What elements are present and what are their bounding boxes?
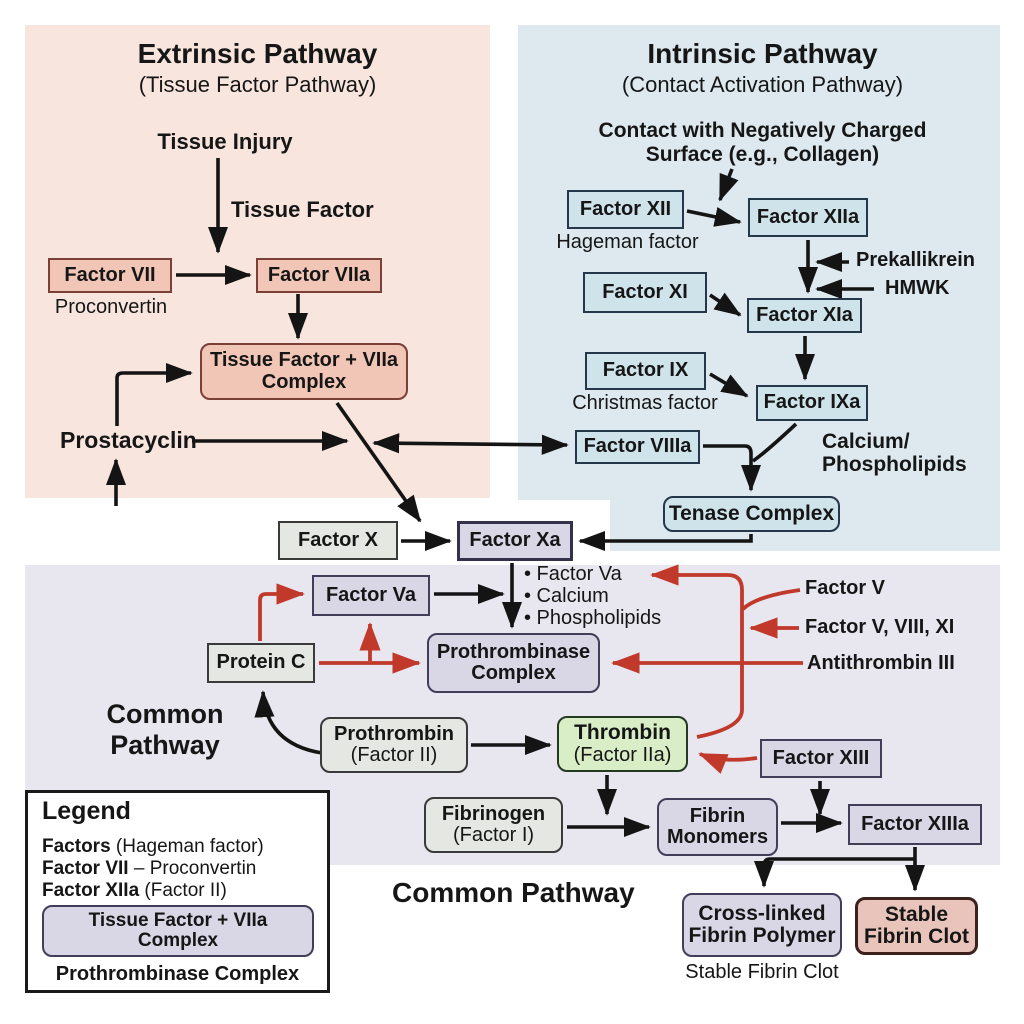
node-fibrinogen: Fibrinogen (Factor I) <box>424 797 563 853</box>
legend-row-1: Factors (Hageman factor) <box>42 836 264 858</box>
node-tissue-factor-viia-complex: Tissue Factor + VIIa Complex <box>200 343 408 400</box>
common-pathway-bottom-label: Common Pathway <box>392 877 635 908</box>
node-factor-va: Factor Va <box>312 575 430 616</box>
stable-fibrin-clot-caption: Stable Fibrin Clot <box>685 961 839 983</box>
legend-row-2-term: Factor VII <box>42 858 129 879</box>
legend-row-2-desc: – Proconvertin <box>128 858 257 879</box>
tissue-injury-label: Tissue Injury <box>157 129 293 154</box>
extrinsic-title: Extrinsic Pathway <box>137 38 378 69</box>
common-pathway-label-line2: Pathway <box>110 730 220 760</box>
node-factor-xa: Factor Xa <box>457 521 573 561</box>
tissue-factor-label: Tissue Factor <box>231 197 374 222</box>
xa-cofactor-bullet-1: • Factor Va <box>524 563 622 585</box>
calcium-phospholipids-line1: Calcium/ <box>822 430 910 453</box>
legend-row-3: Factor XIIa (Factor II) <box>42 880 227 902</box>
legend-row-2: Factor VII – Proconvertin <box>42 858 256 880</box>
legend-row-3-desc: (Factor II) <box>139 880 227 901</box>
legend-box: Legend Factors (Hageman factor) Factor V… <box>25 790 330 993</box>
node-factor-ix: Factor IX <box>585 352 706 390</box>
christmas-factor-label: Christmas factor <box>572 392 718 414</box>
extrinsic-subtitle: (Tissue Factor Pathway) <box>138 72 377 97</box>
legend-row-1-term: Factors <box>42 836 111 857</box>
contact-surface-line2: Surface (e.g., Collagen) <box>645 143 880 166</box>
node-factor-xi: Factor XI <box>583 272 707 313</box>
antithrombin-iii-label: Antithrombin III <box>807 652 955 674</box>
node-tenase-complex: Tenase Complex <box>663 496 840 532</box>
xa-cofactor-bullet-3: • Phospholipids <box>524 607 662 629</box>
proconvertin-label: Proconvertin <box>54 296 168 318</box>
node-factor-x: Factor X <box>278 521 398 560</box>
calcium-phospholipids-line2: Phospholipids <box>822 453 967 476</box>
factor-v-viii-xi-label: Factor V, VIII, XI <box>805 616 955 638</box>
node-fibrin-monomers: Fibrin Monomers <box>657 798 778 856</box>
legend-row-1-desc: (Hageman factor) <box>110 836 264 857</box>
hageman-factor-label: Hageman factor <box>556 231 699 253</box>
node-factor-vii: Factor VII <box>48 258 172 293</box>
node-factor-ixa: Factor IXa <box>756 385 868 421</box>
prostacyclin-label: Prostacyclin <box>60 427 197 453</box>
node-protein-c: Protein C <box>207 643 315 683</box>
node-prothrombin: Prothrombin (Factor II) <box>320 717 468 773</box>
legend-footer: Prothrombinase Complex <box>55 963 300 985</box>
xa-cofactor-bullet-2: • Calcium <box>524 585 609 607</box>
node-factor-xia: Factor XIa <box>747 298 862 333</box>
prekallikrein-label: Prekallikrein <box>856 249 975 271</box>
node-factor-viiia: Factor VIIIa <box>575 430 700 464</box>
common-pathway-label-line1: Common <box>106 699 224 729</box>
hmwk-label: HMWK <box>885 277 950 299</box>
node-factor-xiii: Factor XIII <box>760 739 882 778</box>
legend-sample-complex-box: Tissue Factor + VIIa Complex <box>42 905 314 957</box>
node-factor-xiiia: Factor XIIIa <box>848 804 982 845</box>
node-thrombin: Thrombin (Factor IIa) <box>557 716 688 772</box>
node-crosslinked-fibrin-polymer: Cross-linked Fibrin Polymer <box>682 893 842 957</box>
legend-row-3-term: Factor XIIa <box>42 880 140 901</box>
factor-v-label: Factor V <box>805 577 886 599</box>
node-factor-viia: Factor VIIa <box>256 258 382 293</box>
node-factor-xiia: Factor XIIa <box>748 198 868 237</box>
intrinsic-subtitle: (Contact Activation Pathway) <box>621 72 904 97</box>
contact-surface-line1: Contact with Negatively Charged <box>598 119 927 142</box>
node-factor-xii: Factor XII <box>567 190 684 229</box>
intrinsic-title: Intrinsic Pathway <box>647 38 878 69</box>
node-prothrombinase-complex: Prothrombinase Complex <box>427 633 600 693</box>
node-stable-fibrin-clot: Stable Fibrin Clot <box>855 897 978 955</box>
legend-title: Legend <box>42 797 131 825</box>
